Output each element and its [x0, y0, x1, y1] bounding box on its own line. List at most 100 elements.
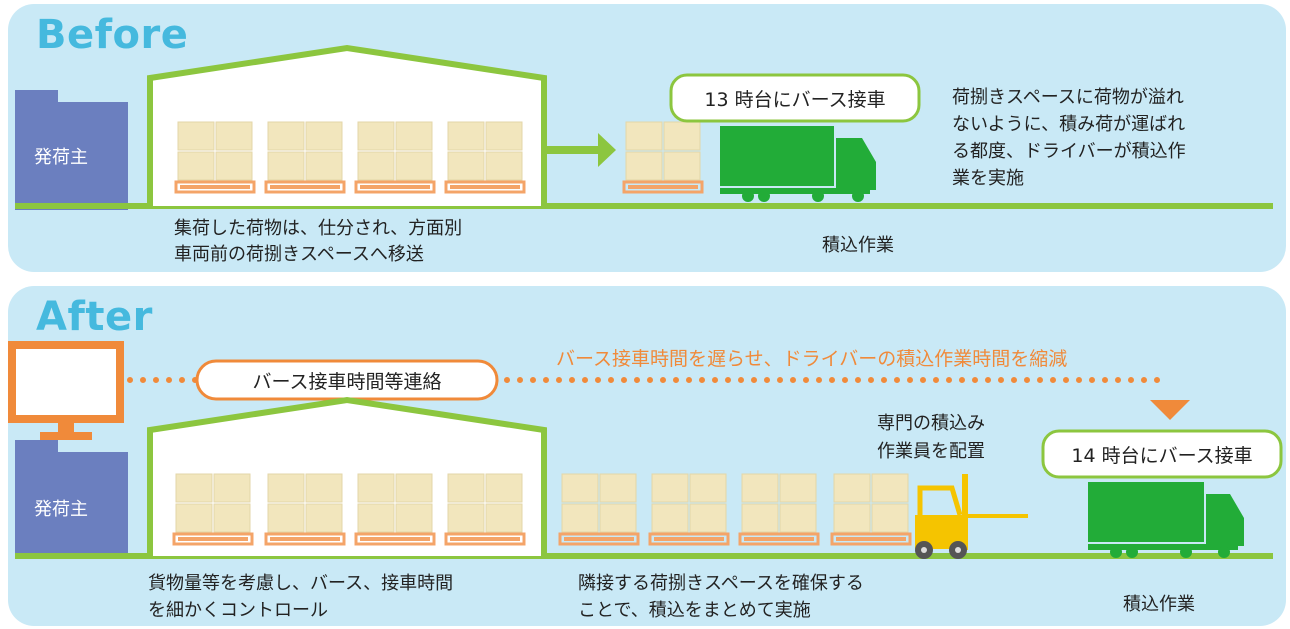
cargo-box [599, 473, 637, 503]
after-caption-1-line: 貨物量等を考慮し、バース、接車時間 [148, 573, 454, 594]
cargo-box [779, 503, 817, 533]
cargo-box [651, 473, 689, 503]
after-caption-1: 貨物量等を考慮し、バース、接車時間 を細かくコントロール [148, 570, 453, 624]
cargo-box [395, 473, 433, 503]
down-arrow-icon [1150, 400, 1190, 420]
cargo-box [395, 151, 433, 181]
cargo-box [267, 473, 305, 503]
pallet-stack [558, 473, 640, 546]
before-note-line: る都度、ドライバーが積込作 [952, 141, 1186, 162]
cargo-box [689, 473, 727, 503]
pallet-base [830, 532, 912, 546]
cargo-box [561, 473, 599, 503]
cargo-box [625, 151, 663, 181]
cargo-box [175, 503, 213, 533]
after-shipper-label: 発荷主 [34, 499, 88, 520]
before-truck [720, 126, 876, 202]
after-caption-1-line: を細かくコントロール [148, 600, 328, 621]
cargo-box [871, 473, 909, 503]
cargo-box [871, 503, 909, 533]
cargo-box [175, 473, 213, 503]
after-shipper-building [15, 440, 128, 558]
before-shipper-label: 発荷主 [34, 147, 88, 168]
after-caption-2: 隣接する荷捌きスペースを確保する ことで、積込をまとめて実施 [578, 570, 864, 624]
after-title: After [36, 294, 153, 340]
pallet-stack [354, 473, 436, 546]
cargo-box [395, 121, 433, 151]
cargo-box [447, 121, 485, 151]
pallet-base [738, 532, 820, 546]
cargo-box [779, 473, 817, 503]
cargo-box [625, 121, 663, 151]
pallet-stack [354, 121, 436, 194]
cargo-box [833, 473, 871, 503]
cargo-box [305, 121, 343, 151]
pallet-stack [830, 473, 912, 546]
cargo-box [485, 151, 523, 181]
cargo-box [741, 473, 779, 503]
pallet-base [172, 532, 254, 546]
before-caption: 集荷した荷物は、仕分され、方面別 車両前の荷捌きスペースへ移送 [174, 216, 462, 268]
pallet-stack [444, 473, 526, 546]
pallet-stack [444, 121, 526, 194]
cargo-box [561, 503, 599, 533]
forklift-icon [915, 474, 1028, 559]
pallet-stack [264, 473, 346, 546]
after-loading-label: 積込作業 [1123, 594, 1195, 615]
pallet-base [648, 532, 730, 546]
pallet-base [264, 180, 346, 194]
pallet-base [444, 180, 526, 194]
cargo-box [485, 121, 523, 151]
staff-note-line: 作業員を配置 [877, 441, 985, 462]
cargo-box [305, 503, 343, 533]
cargo-box [741, 503, 779, 533]
pallet-stack [174, 121, 256, 194]
cargo-box [485, 503, 523, 533]
cargo-box [485, 473, 523, 503]
pallet-base [354, 180, 436, 194]
cargo-box [447, 473, 485, 503]
cargo-box [357, 503, 395, 533]
before-note-line: ないように、積み荷が運ばれ [952, 114, 1186, 135]
before-title: Before [36, 12, 189, 58]
cargo-box [357, 473, 395, 503]
cargo-box [215, 151, 253, 181]
before-note-line: 業を実施 [952, 168, 1024, 189]
pallet-base [264, 532, 346, 546]
cargo-box [215, 121, 253, 151]
cargo-box [357, 121, 395, 151]
cargo-box [651, 503, 689, 533]
before-arrow [545, 133, 616, 167]
before-shipper-building [15, 90, 128, 210]
cargo-box [689, 503, 727, 533]
after-truck [1088, 482, 1244, 558]
cargo-box [663, 151, 701, 181]
cargo-box [177, 121, 215, 151]
contact-pill: バース接車時間等連絡 [252, 370, 442, 393]
cargo-box [599, 503, 637, 533]
cargo-box [447, 503, 485, 533]
staff-note-line: 専門の積込み [877, 413, 985, 434]
pallet-stack [622, 121, 704, 194]
orange-message: バース接車時間を遅らせ、ドライバーの積込作業時間を縮減 [556, 348, 1068, 370]
cargo-box [213, 503, 251, 533]
after-caption-2-line: 隣接する荷捌きスペースを確保する [578, 573, 864, 594]
staff-note: 専門の積込み 作業員を配置 [877, 410, 985, 466]
pallet-stack [648, 473, 730, 546]
cargo-box [833, 503, 871, 533]
pallet-stack [264, 121, 346, 194]
before-note: 荷捌きスペースに荷物が溢れ ないように、積み荷が運ばれ る都度、ドライバーが積込… [952, 84, 1186, 192]
after-bubble-frame [1041, 429, 1283, 479]
pallet-base [174, 180, 256, 194]
cargo-box [395, 503, 433, 533]
cargo-box [267, 151, 305, 181]
pallet-base [622, 180, 704, 194]
before-ground-line [15, 203, 1273, 209]
cargo-box [663, 121, 701, 151]
before-caption-line: 集荷した荷物は、仕分され、方面別 [174, 218, 463, 239]
cargo-box [213, 473, 251, 503]
pallet-base [558, 532, 640, 546]
cargo-box [177, 151, 215, 181]
before-bubble: 13 時台にバース接車 [704, 88, 886, 111]
